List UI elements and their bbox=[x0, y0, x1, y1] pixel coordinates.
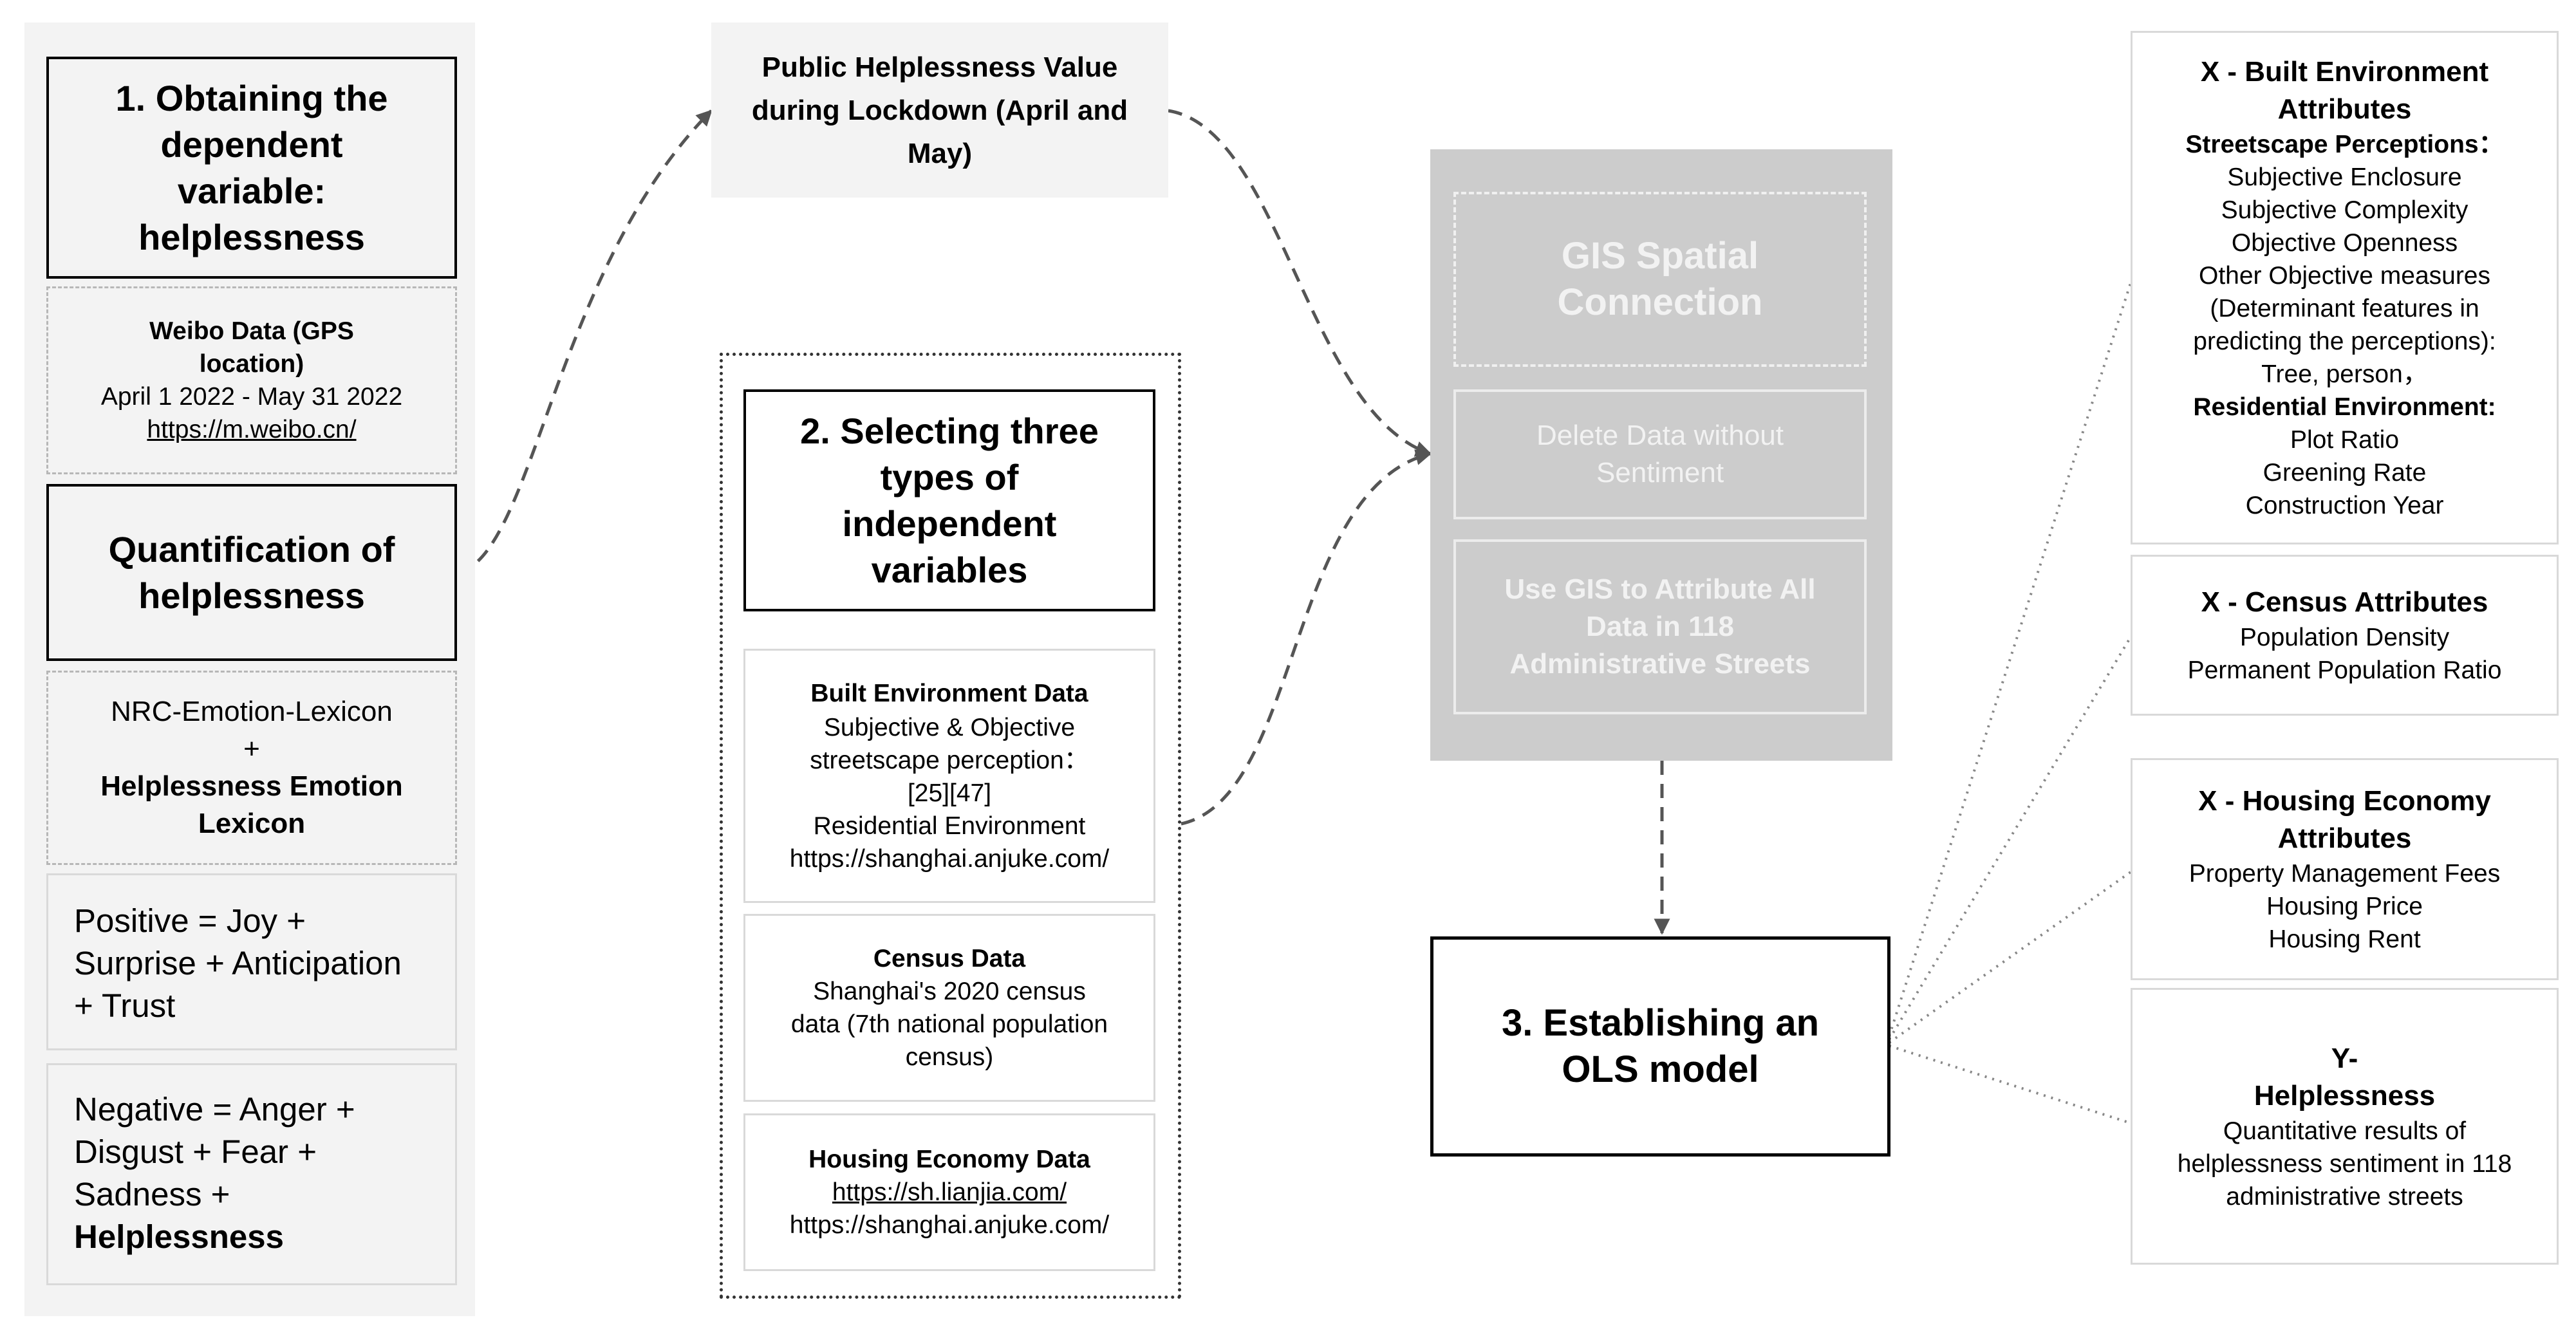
step2-title-box: 2. Selecting three types of independent … bbox=[743, 389, 1155, 611]
census-attr-title: X - Census Attributes bbox=[2201, 586, 2488, 618]
attribute-data-text: Use GIS to Attribute All Data in 118 Adm… bbox=[1504, 573, 1816, 680]
attribute-data-box: Use GIS to Attribute All Data in 118 Adm… bbox=[1453, 539, 1867, 714]
built-attr-item: predicting the perceptions): bbox=[2193, 328, 2496, 355]
built-attr-item: Subjective Enclosure bbox=[2227, 163, 2462, 191]
negative-formula-box: Negative = Anger + Disgust + Fear + Sadn… bbox=[46, 1063, 457, 1285]
positive-formula: Positive = Joy + Surprise + Anticipation… bbox=[74, 902, 402, 1024]
weibo-url-link[interactable]: https://m.weibo.cn/ bbox=[147, 416, 357, 443]
census-data-card: Census Data Shanghai's 2020 census data … bbox=[743, 914, 1155, 1102]
housing-attr-title: X - Housing Economy Attributes bbox=[2198, 785, 2491, 854]
ols-model-title: 3. Establishing an OLS model bbox=[1501, 1002, 1820, 1090]
housing-economy-attributes-card: X - Housing Economy Attributes Property … bbox=[2131, 758, 2559, 980]
built-attr-item: Tree, person， bbox=[2261, 360, 2428, 388]
anjuke-url[interactable]: https://shanghai.anjuke.com/ bbox=[789, 1211, 1110, 1239]
y-helplessness-card: Y- Helplessness Quantitative results of … bbox=[2131, 988, 2559, 1265]
delete-data-text: Delete Data without Sentiment bbox=[1536, 420, 1784, 488]
built-data-line: Subjective & Objective bbox=[823, 713, 1076, 741]
step1-title: 1. Obtaining the dependent variable: hel… bbox=[115, 77, 388, 257]
census-data-line: data (7th national population bbox=[790, 1010, 1108, 1038]
streetscape-subtitle: Streetscape Perceptions： bbox=[2185, 131, 2504, 158]
dotted-ols-to-y bbox=[1889, 1045, 2131, 1124]
y-title: Y- bbox=[2331, 1042, 2358, 1074]
built-attr-item: Subjective Complexity bbox=[2221, 196, 2469, 224]
housing-attr-item: Housing Price bbox=[2266, 893, 2423, 920]
built-attr-item: Objective Openness bbox=[2231, 229, 2458, 257]
housing-attr-item: Property Management Fees bbox=[2189, 860, 2501, 888]
lexicon-helplessness: Helplessness Emotion Lexicon bbox=[100, 770, 403, 839]
arrow-public-to-gis bbox=[1168, 109, 1432, 457]
residential-subtitle: Residential Environment: bbox=[2193, 393, 2496, 421]
y-item: administrative streets bbox=[2226, 1182, 2463, 1211]
public-helplessness-text: Public Helplessness Value during Lockdow… bbox=[751, 51, 1128, 169]
lexicon-box: NRC-Emotion-Lexicon + Helplessness Emoti… bbox=[46, 671, 457, 865]
housing-data-card: Housing Economy Data https://sh.lianjia.… bbox=[743, 1113, 1155, 1271]
lianjia-url-link[interactable]: https://sh.lianjia.com/ bbox=[832, 1178, 1067, 1206]
quantification-title: Quantification of helplessness bbox=[108, 528, 395, 616]
step1-title-box: 1. Obtaining the dependent variable: hel… bbox=[46, 57, 457, 279]
housing-data-title: Housing Economy Data bbox=[808, 1146, 1090, 1173]
dotted-ols-to-housing bbox=[1888, 871, 2132, 1044]
built-data-line: [25][47] bbox=[907, 779, 992, 807]
weibo-dates: April 1 2022 - May 31 2022 bbox=[100, 383, 403, 411]
arrow-built-to-gis bbox=[1181, 449, 1432, 826]
weibo-title: Weibo Data (GPS location) bbox=[149, 317, 354, 378]
dotted-ols-to-census bbox=[1888, 636, 2132, 1041]
y-item: Quantitative results of bbox=[2223, 1117, 2467, 1145]
negative-formula-text: Negative = Anger + Disgust + Fear + Sadn… bbox=[74, 1091, 355, 1213]
y-helplessness-title: Helplessness bbox=[2254, 1079, 2436, 1111]
positive-formula-box: Positive = Joy + Surprise + Anticipation… bbox=[46, 873, 457, 1050]
independent-variables-panel bbox=[720, 353, 1181, 1299]
built-data-title: Built Environment Data bbox=[810, 679, 1088, 707]
step2-title: 2. Selecting three types of independent … bbox=[800, 410, 1099, 590]
gis-spatial-connection-box: GIS Spatial Connection bbox=[1453, 192, 1867, 367]
weibo-data-box: Weibo Data (GPS location) April 1 2022 -… bbox=[46, 286, 457, 474]
census-data-line: census) bbox=[905, 1043, 994, 1071]
ols-model-box: 3. Establishing an OLS model bbox=[1430, 936, 1890, 1157]
built-data-url[interactable]: https://shanghai.anjuke.com/ bbox=[789, 844, 1110, 873]
built-environment-data-card: Built Environment Data Subjective & Obje… bbox=[743, 649, 1155, 903]
built-attr-item: Greening Rate bbox=[2263, 459, 2427, 487]
housing-attr-item: Housing Rent bbox=[2268, 925, 2421, 953]
lexicon-plus: + bbox=[243, 733, 260, 765]
census-data-title: Census Data bbox=[873, 945, 1026, 972]
public-helplessness-box: Public Helplessness Value during Lockdow… bbox=[711, 23, 1168, 198]
built-attr-item: Other Objective measures bbox=[2198, 262, 2490, 290]
built-attr-item: Plot Ratio bbox=[2290, 426, 2400, 454]
census-data-line: Shanghai's 2020 census bbox=[813, 978, 1086, 1005]
quantification-box: Quantification of helplessness bbox=[46, 484, 457, 661]
built-environment-attributes-card: X - Built Environment Attributes Streets… bbox=[2131, 31, 2559, 544]
census-attr-item: Permanent Population Ratio bbox=[2187, 656, 2502, 684]
gis-spatial-connection-title: GIS Spatial Connection bbox=[1557, 235, 1763, 323]
built-attr-item: (Determinant features in bbox=[2210, 295, 2479, 322]
built-attr-title: X - Built Environment Attributes bbox=[2200, 56, 2489, 125]
census-attributes-card: X - Census Attributes Population Density… bbox=[2131, 555, 2559, 716]
arrow-quant-to-public bbox=[458, 109, 713, 575]
dotted-ols-to-built bbox=[1888, 283, 2132, 1037]
negative-formula-helplessness: Helplessness bbox=[74, 1218, 285, 1255]
lexicon-nrc: NRC-Emotion-Lexicon bbox=[111, 696, 393, 727]
built-data-line: streetscape perception： bbox=[810, 746, 1089, 774]
negative-formula: Negative = Anger + Disgust + Fear + Sadn… bbox=[74, 1088, 429, 1258]
built-data-line: Residential Environment bbox=[813, 812, 1086, 840]
gis-panel bbox=[1430, 149, 1892, 761]
built-attr-item: Construction Year bbox=[2245, 492, 2444, 519]
delete-data-box: Delete Data without Sentiment bbox=[1453, 389, 1867, 519]
census-attr-item: Population Density bbox=[2239, 624, 2450, 651]
y-item: helplessness sentiment in 118 bbox=[2177, 1149, 2512, 1178]
